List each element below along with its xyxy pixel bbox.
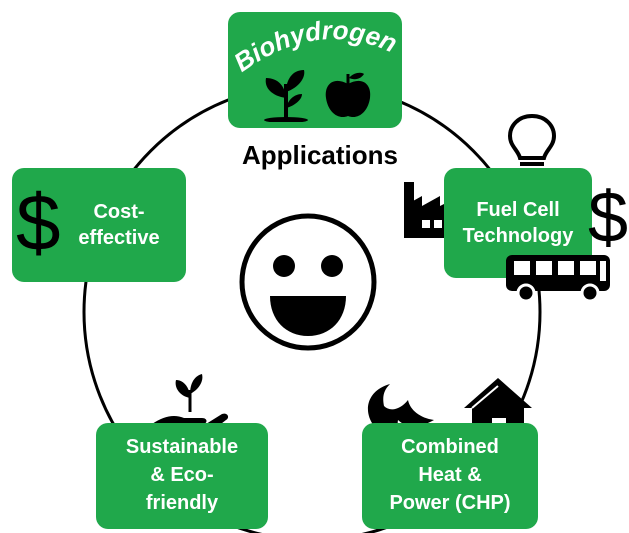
sustainable-line3: friendly	[145, 492, 219, 514]
sustainable-line1: Sustainable	[125, 436, 239, 458]
sustainable-box: Sustainable & Eco- friendly	[96, 423, 268, 529]
smiley-face-icon	[239, 213, 377, 351]
cost-effective-box: $ Cost- effective	[12, 168, 186, 282]
fuel-cell-box: Fuel Cell Technology	[444, 168, 592, 278]
apple-icon	[325, 72, 371, 118]
fuel-cell-line2: Technology	[462, 225, 574, 247]
applications-label: Applications	[241, 140, 398, 170]
cost-line1: Cost-	[93, 201, 145, 223]
plant-icon	[264, 70, 308, 122]
dollar-icon: $	[588, 178, 629, 258]
fuel-cell-line1: Fuel Cell	[476, 199, 560, 221]
cost-line2: effective	[78, 227, 160, 249]
chp-line3: Power (CHP)	[389, 492, 511, 514]
chp-box: Combined Heat & Power (CHP)	[362, 423, 538, 529]
dollar-icon: $	[16, 178, 61, 267]
chp-line1: Combined	[401, 436, 499, 458]
bus-icon	[506, 255, 610, 303]
biohydrogen-box: Biohydrogen	[228, 12, 402, 128]
sustainable-line2: & Eco-	[150, 464, 214, 486]
biohydrogen-title: Biohydrogen	[228, 15, 401, 78]
chp-line2: Heat &	[418, 464, 482, 486]
